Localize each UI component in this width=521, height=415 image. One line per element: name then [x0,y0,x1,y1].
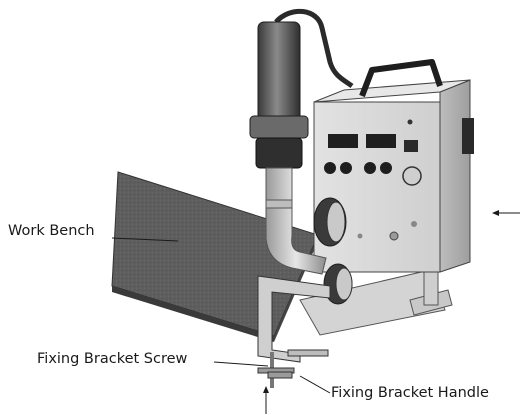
work-bench-label: Work Bench [8,223,95,239]
panel-screw [389,231,399,241]
callouts [111,210,520,414]
carry-handle [359,59,443,98]
right-arrow-head [492,210,499,216]
nozzle-band [265,199,293,209]
heat-gun-collar [255,137,303,169]
box-side-panel [439,79,471,273]
side-latch [462,118,474,154]
handle-leader [299,375,331,394]
work-bench-leader [111,237,179,242]
panel-screw [357,233,363,239]
indicator-lamp [407,119,413,125]
knob-2 [340,162,352,174]
power-switch [404,140,418,152]
box-top-panel [313,79,471,103]
fixing-bracket-handle-bar [267,371,293,379]
bracket-foot [287,349,329,357]
heat-gun-clamp [249,115,309,139]
lower-wheel-rim [335,267,353,301]
nozzle-tube [265,167,327,275]
fixing-bracket [257,275,331,388]
control-box [313,59,474,273]
box-front-panel [313,101,441,273]
display-left [328,134,358,148]
speed-dial [402,166,422,186]
bottom-arrow-head [263,386,269,393]
heat-gun-cable [274,8,354,89]
screw-leader [213,361,269,367]
knob-3 [364,162,376,174]
drive-wheels [313,197,353,305]
heat-gun-body [257,21,301,123]
fixing-bracket-screw-label: Fixing Bracket Screw [37,351,188,367]
panel-screw [411,221,417,227]
upper-wheel-rim [326,201,346,243]
knob-1 [324,162,336,174]
heat-gun [249,8,354,275]
base-frame [299,269,446,336]
knob-4 [380,162,392,174]
fixing-bracket-handle-label: Fixing Bracket Handle [331,385,489,401]
bench-edge [112,286,274,342]
display-right [366,134,396,148]
